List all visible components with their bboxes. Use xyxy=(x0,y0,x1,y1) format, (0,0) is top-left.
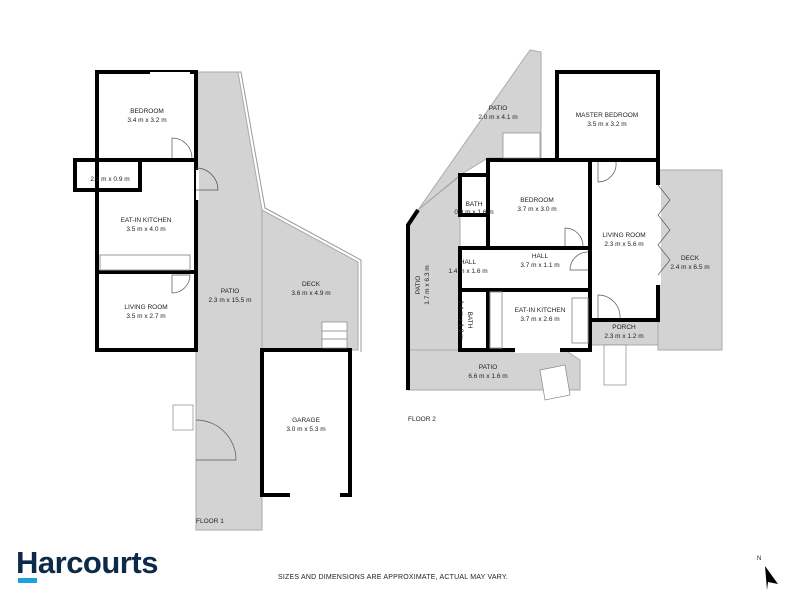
room-name: HALL xyxy=(460,259,477,266)
room-size: 2.0 m x 4.1 m xyxy=(478,114,517,121)
room-size: 2.4 m x 6.5 m xyxy=(670,264,709,271)
room-size: 2.3 m x 15.5 m xyxy=(209,297,252,304)
room-name: PORCH xyxy=(612,324,636,331)
room-size: 3.7 m x 2.6 m xyxy=(520,316,559,323)
bath-walls xyxy=(458,173,490,217)
bedroom-walls xyxy=(95,70,198,162)
room-size: 3.7 m x 1.1 m xyxy=(520,262,559,269)
room-name: BATH xyxy=(466,312,473,329)
door xyxy=(171,274,191,294)
room-name: BEDROOM xyxy=(520,197,554,204)
north-arrow-icon xyxy=(765,566,778,590)
room-name: LIVING ROOM xyxy=(124,304,167,311)
room-name: BATH xyxy=(466,201,483,208)
stairs-icon xyxy=(321,321,348,349)
stairs-icon xyxy=(539,364,571,401)
stairs-icon xyxy=(603,344,627,386)
kitchen-living-walls xyxy=(95,158,198,352)
room-size: 3.7 m x 3.0 m xyxy=(517,206,556,213)
room-name: PATIO xyxy=(415,276,422,295)
harcourts-logo: Harcourts xyxy=(16,545,158,580)
room-name: EAT-IN KITCHEN xyxy=(121,217,172,224)
room-size: 2.2 m x 0.9 m xyxy=(90,176,129,183)
deck-area xyxy=(261,209,359,351)
patio-top-area xyxy=(417,49,542,211)
room-name: DECK xyxy=(302,281,321,288)
disclaimer-text: SIZES AND DIMENSIONS ARE APPROXIMATE, AC… xyxy=(278,574,508,581)
closet-walls xyxy=(73,158,142,192)
porch-area xyxy=(589,319,659,346)
room-size: 3.5 m x 4.0 m xyxy=(126,226,165,233)
north-label: N xyxy=(757,556,762,562)
floor-1: BEDROOM 3.4 m x 3.2 m 2.2 m x 0.9 m EAT-… xyxy=(73,70,362,531)
room-size: 1.4 m x 1.8 m xyxy=(457,300,464,339)
room-name: HALL xyxy=(532,253,549,260)
room-size: 2.3 m x 5.6 m xyxy=(604,241,643,248)
logo-accent-bar xyxy=(18,578,37,583)
kitchen-counter xyxy=(571,297,589,344)
floor-title: FLOOR 1 xyxy=(196,518,224,525)
room-size: 3.0 m x 5.3 m xyxy=(286,426,325,433)
room-size: 3.5 m x 2.7 m xyxy=(126,313,165,320)
floor-2: PATIO 2.0 m x 4.1 m MASTER BEDROOM 3.5 m… xyxy=(406,49,723,423)
railing xyxy=(238,71,362,352)
kitchen-counter xyxy=(489,291,503,349)
room-name: GARAGE xyxy=(292,417,320,424)
room-name: DECK xyxy=(681,255,700,262)
living-walls xyxy=(588,158,660,322)
room-size: 1.7 m x 6.3 m xyxy=(424,265,431,304)
room-size: 2.3 m x 1.2 m xyxy=(604,333,643,340)
deck-area xyxy=(657,169,723,351)
room-name: EAT-IN KITCHEN xyxy=(515,307,566,314)
room-name: LIVING ROOM xyxy=(602,232,645,239)
floor-title: FLOOR 2 xyxy=(408,416,436,423)
room-name: BEDROOM xyxy=(130,108,164,115)
room-name: PATIO xyxy=(479,364,498,371)
door xyxy=(597,294,621,319)
stairs-icon xyxy=(172,404,194,431)
stairs-icon xyxy=(502,132,541,159)
room-size: 3.6 m x 4.9 m xyxy=(291,290,330,297)
room-name: PATIO xyxy=(489,105,508,112)
room-size: 3.5 m x 3.2 m xyxy=(587,121,626,128)
door xyxy=(195,167,219,191)
room-name: MASTER BEDROOM xyxy=(576,112,638,119)
door xyxy=(171,137,193,159)
room-size: 6.6 m x 1.6 m xyxy=(468,373,507,380)
room-size: 3.4 m x 3.2 m xyxy=(127,117,166,124)
gate xyxy=(195,419,237,461)
room-size: 1.4 m x 1.6 m xyxy=(448,268,487,275)
door xyxy=(564,227,584,247)
kitchen-counter xyxy=(99,254,191,271)
room-size: 0.9 m x 1.6 m xyxy=(454,209,493,216)
bedroom-walls xyxy=(486,158,592,250)
door xyxy=(597,161,617,183)
door xyxy=(569,251,589,271)
room-name: PATIO xyxy=(221,288,240,295)
